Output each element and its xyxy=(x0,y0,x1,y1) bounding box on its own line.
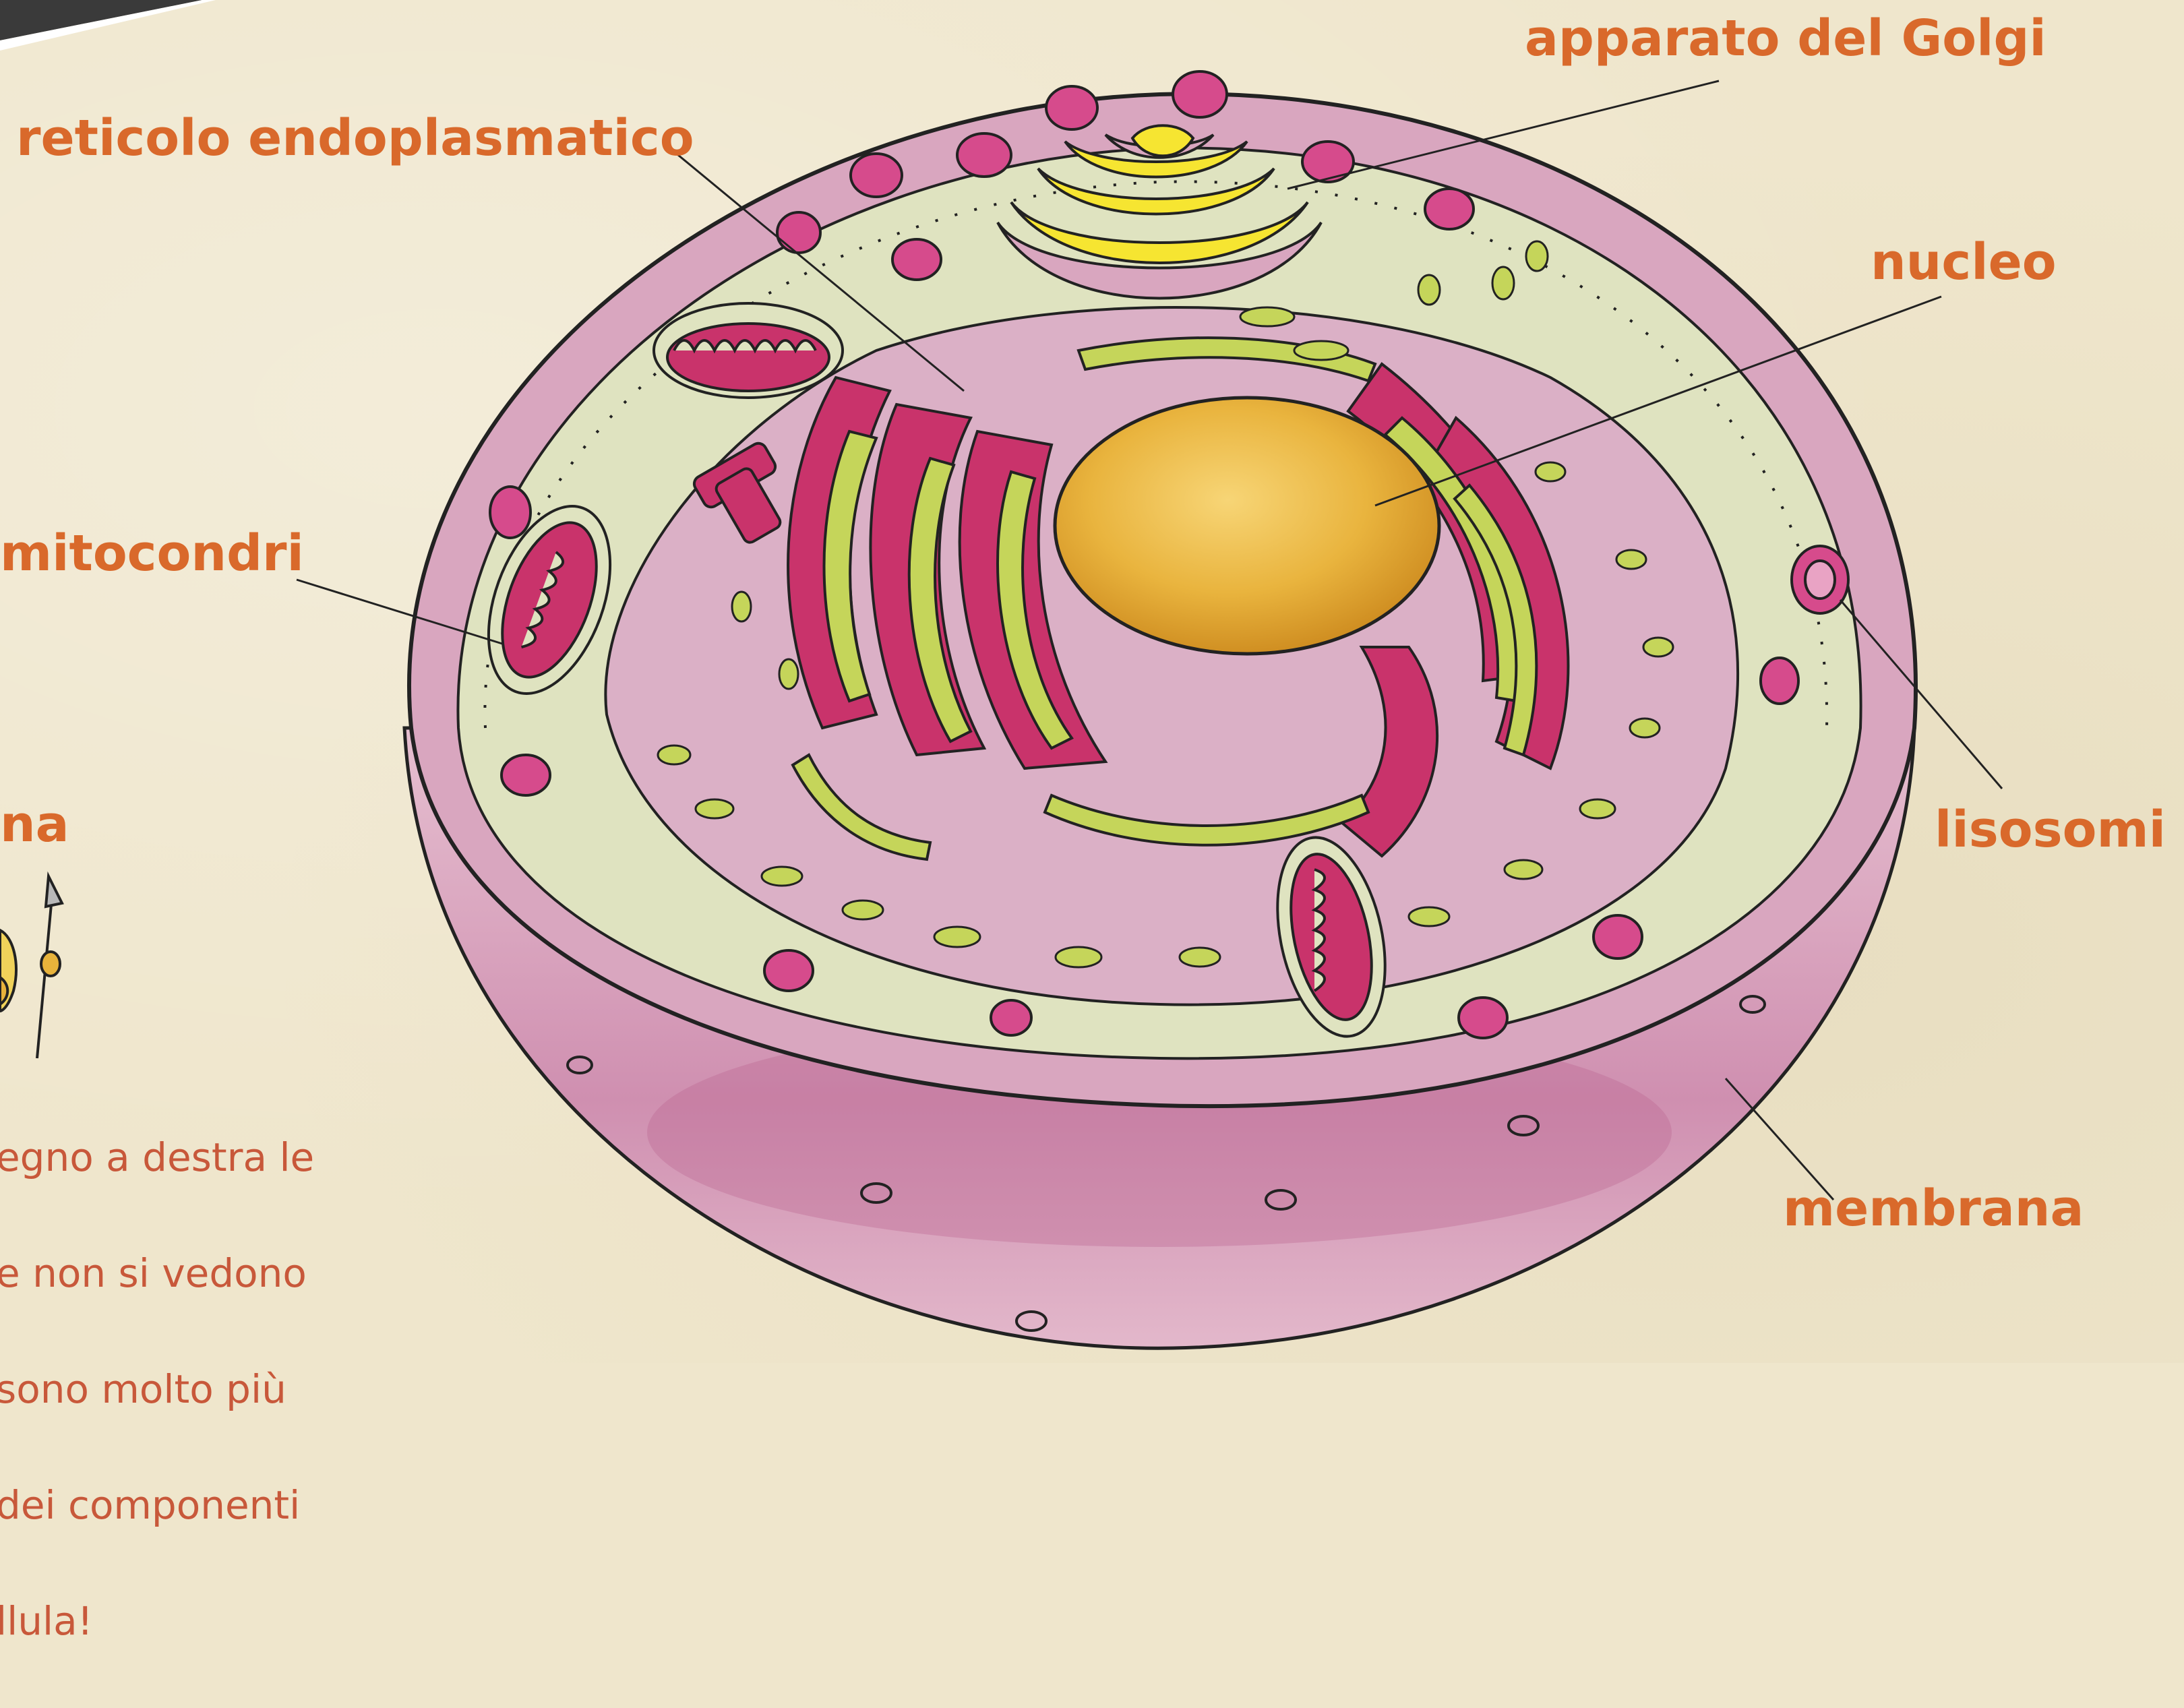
label-golgi: apparato del Golgi xyxy=(1525,9,2046,67)
label-partial-left: na xyxy=(0,795,69,853)
note-line: dei componenti xyxy=(0,1476,314,1534)
label-er: reticolo endoplasmatico xyxy=(16,109,694,167)
note-line: sono molto più xyxy=(0,1360,314,1418)
note-line: e non si vedono xyxy=(0,1244,314,1302)
label-nucleus: nucleo xyxy=(1871,233,2057,291)
label-mitochondria: mitocondri xyxy=(0,524,304,582)
cell-diagram xyxy=(0,0,2184,1363)
note-text: egno a destra le e non si vedono sono mo… xyxy=(0,1070,314,1708)
spear-icon xyxy=(0,876,62,1058)
mitochondrion-top xyxy=(654,303,843,398)
nucleus xyxy=(1055,398,1439,654)
label-lysosomes: lisosomi xyxy=(1935,801,2166,859)
label-membrane: membrana xyxy=(1783,1180,2084,1238)
note-line: egno a destra le xyxy=(0,1128,314,1186)
note-line: llula! xyxy=(0,1592,314,1650)
